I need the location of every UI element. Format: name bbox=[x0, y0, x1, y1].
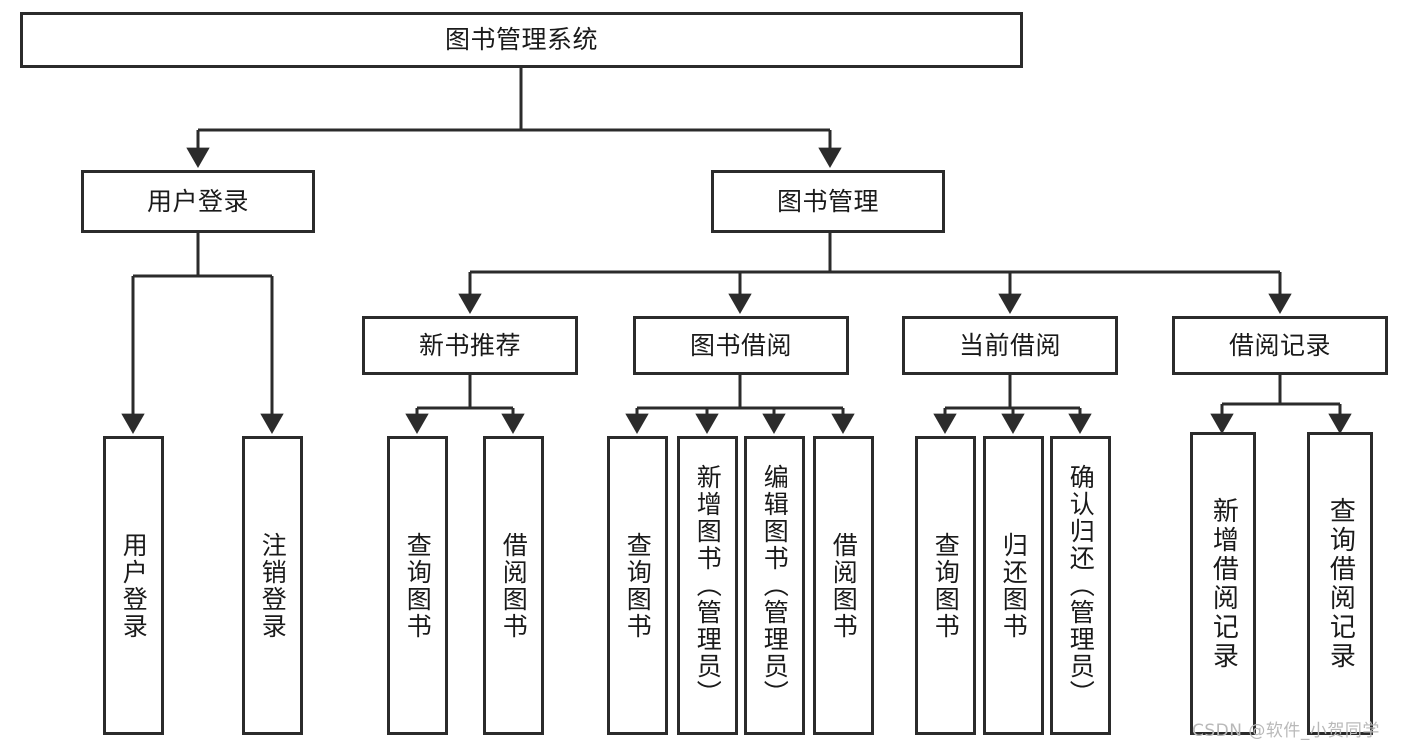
leaf-borrow-book[interactable]: 借阅图书 bbox=[813, 436, 874, 735]
node-label: 图书管理系统 bbox=[444, 25, 598, 54]
node-label: 归还图书 bbox=[999, 531, 1029, 640]
node-label: 用户登录 bbox=[119, 531, 149, 640]
node-root-system[interactable]: 图书管理系统 bbox=[20, 12, 1023, 68]
node-label: 图书管理 bbox=[776, 186, 879, 216]
leaf-return-book[interactable]: 归还图书 bbox=[983, 436, 1044, 735]
node-label: 查询图书 bbox=[403, 531, 433, 640]
leaf-query-book-recommend[interactable]: 查询图书 bbox=[387, 436, 448, 735]
node-label: 借阅图书 bbox=[499, 531, 529, 640]
node-label: 借阅记录 bbox=[1228, 330, 1331, 360]
node-label: 用户登录 bbox=[146, 186, 249, 216]
node-label: 新增借阅记录 bbox=[1208, 496, 1239, 671]
leaf-query-borrow-record[interactable]: 查询借阅记录 bbox=[1307, 432, 1373, 735]
node-label: 查询借阅记录 bbox=[1325, 496, 1356, 671]
leaf-borrow-book-recommend[interactable]: 借阅图书 bbox=[483, 436, 544, 735]
leaf-logout[interactable]: 注销登录 bbox=[242, 436, 303, 735]
node-label: 新书推荐 bbox=[418, 330, 521, 360]
node-label: 查询图书 bbox=[931, 531, 961, 640]
node-current-borrow[interactable]: 当前借阅 bbox=[902, 316, 1118, 375]
leaf-confirm-return-admin[interactable]: 确认归还（管理员） bbox=[1050, 436, 1111, 735]
node-label: 查询图书 bbox=[623, 531, 653, 640]
node-new-book-recommend[interactable]: 新书推荐 bbox=[362, 316, 578, 375]
leaf-edit-book-admin[interactable]: 编辑图书（管理员） bbox=[744, 436, 805, 735]
node-label: 新增图书（管理员） bbox=[693, 464, 723, 707]
node-label: 当前借阅 bbox=[958, 330, 1061, 360]
node-book-management[interactable]: 图书管理 bbox=[711, 170, 945, 233]
node-label: 编辑图书（管理员） bbox=[760, 464, 790, 707]
watermark: CSDN @软件_小贺同学 bbox=[1192, 721, 1380, 741]
leaf-user-login[interactable]: 用户登录 bbox=[103, 436, 164, 735]
leaf-query-book-borrow[interactable]: 查询图书 bbox=[607, 436, 668, 735]
node-user-login[interactable]: 用户登录 bbox=[81, 170, 315, 233]
leaf-add-book-admin[interactable]: 新增图书（管理员） bbox=[677, 436, 738, 735]
node-label: 注销登录 bbox=[258, 531, 288, 640]
node-book-borrow[interactable]: 图书借阅 bbox=[633, 316, 849, 375]
leaf-add-borrow-record[interactable]: 新增借阅记录 bbox=[1190, 432, 1256, 735]
leaf-query-book-current[interactable]: 查询图书 bbox=[915, 436, 976, 735]
node-borrow-record[interactable]: 借阅记录 bbox=[1172, 316, 1388, 375]
node-label: 借阅图书 bbox=[829, 531, 859, 640]
node-label: 确认归还（管理员） bbox=[1066, 464, 1096, 707]
node-label: 图书借阅 bbox=[689, 330, 792, 360]
